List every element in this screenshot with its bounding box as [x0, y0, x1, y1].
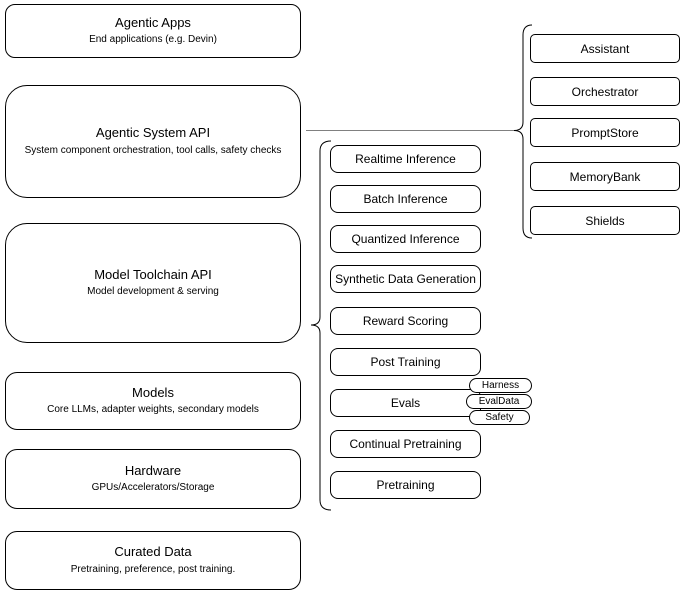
- tag-evaldata: EvalData: [466, 394, 532, 409]
- tag-harness: Harness: [469, 378, 532, 393]
- box-label: Synthetic Data Generation: [335, 272, 476, 286]
- box-post-training: Post Training: [330, 348, 481, 376]
- box-hardware: Hardware GPUs/Accelerators/Storage: [5, 449, 301, 509]
- box-label: Reward Scoring: [362, 314, 449, 328]
- box-subtitle: Pretraining, preference, post training.: [70, 563, 236, 575]
- box-title: Model Toolchain API: [94, 266, 212, 282]
- box-agentic-system-api: Agentic System API System component orch…: [5, 85, 301, 198]
- tag-safety: Safety: [469, 410, 530, 425]
- box-models: Models Core LLMs, adapter weights, secon…: [5, 372, 301, 430]
- box-shields: Shields: [530, 206, 680, 235]
- tag-label: Harness: [481, 380, 520, 391]
- box-label: Quantized Inference: [351, 232, 460, 246]
- box-model-toolchain-api: Model Toolchain API Model development & …: [5, 223, 301, 343]
- box-label: MemoryBank: [569, 169, 641, 184]
- box-label: Evals: [390, 396, 421, 410]
- tag-label: EvalData: [478, 396, 520, 407]
- box-label: Assistant: [580, 41, 630, 56]
- box-title: Models: [132, 384, 174, 400]
- box-label: Continual Pretraining: [349, 437, 462, 451]
- box-label: Post Training: [370, 355, 441, 369]
- toolchain-bracket: [310, 140, 332, 511]
- box-continual-pretraining: Continual Pretraining: [330, 430, 481, 458]
- box-subtitle: GPUs/Accelerators/Storage: [91, 482, 215, 494]
- box-label: Realtime Inference: [355, 152, 456, 166]
- box-label: Pretraining: [376, 478, 435, 492]
- tag-label: Safety: [485, 412, 514, 423]
- box-title: Hardware: [124, 462, 182, 478]
- box-assistant: Assistant: [530, 34, 680, 63]
- box-realtime-inference: Realtime Inference: [330, 145, 481, 173]
- box-pretraining: Pretraining: [330, 471, 481, 499]
- box-reward-scoring: Reward Scoring: [330, 307, 481, 335]
- box-label: PromptStore: [571, 125, 639, 140]
- box-orchestrator: Orchestrator: [530, 77, 680, 106]
- box-agentic-apps: Agentic Apps End applications (e.g. Devi…: [5, 4, 301, 58]
- box-label: Shields: [585, 213, 625, 228]
- box-title: Agentic Apps: [115, 14, 191, 30]
- box-batch-inference: Batch Inference: [330, 185, 481, 213]
- system-components-bracket: [513, 24, 533, 239]
- box-promptstore: PromptStore: [530, 118, 680, 147]
- box-evals: Evals: [330, 389, 481, 417]
- box-label: Orchestrator: [571, 84, 639, 99]
- box-subtitle: Model development & serving: [87, 286, 219, 298]
- box-memorybank: MemoryBank: [530, 162, 680, 191]
- box-subtitle: End applications (e.g. Devin): [89, 34, 217, 46]
- box-synthetic-data-generation: Synthetic Data Generation: [330, 265, 481, 293]
- box-subtitle: System component orchestration, tool cal…: [24, 144, 282, 156]
- box-title: Agentic System API: [95, 125, 211, 141]
- box-subtitle: Core LLMs, adapter weights, secondary mo…: [47, 404, 259, 416]
- box-title: Curated Data: [114, 544, 192, 560]
- box-quantized-inference: Quantized Inference: [330, 225, 481, 253]
- box-label: Batch Inference: [363, 192, 448, 206]
- box-curated-data: Curated Data Pretraining, preference, po…: [5, 531, 301, 590]
